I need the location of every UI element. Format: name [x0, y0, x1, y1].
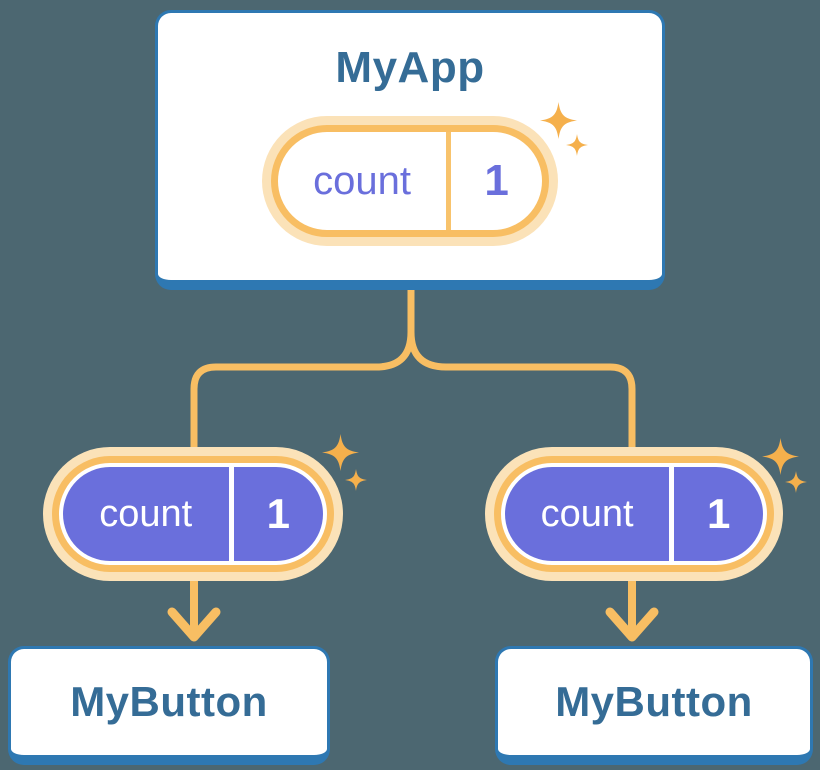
sparkle-icon — [540, 102, 577, 139]
connector-right-branch — [407, 288, 636, 457]
state-name: count — [540, 492, 634, 535]
state-value: 1 — [706, 490, 731, 537]
component-title: MyButton — [555, 678, 753, 725]
sparkle-icon — [322, 434, 359, 471]
state-value: 1 — [266, 490, 290, 537]
state-pill-right-child: count 1 — [494, 456, 774, 572]
component-card-mybutton-left: MyButton — [8, 646, 330, 765]
state-pill-row: count 1 — [278, 132, 542, 230]
state-name: count — [99, 492, 193, 535]
sparkle-icon — [566, 134, 588, 156]
sparkle-icon — [345, 469, 367, 491]
component-card-myapp: MyApp count 1 — [155, 10, 665, 290]
connector-left-branch — [190, 288, 415, 457]
sparkle-icon — [762, 438, 799, 475]
state-pill-left-child: count 1 — [52, 456, 334, 572]
pill-divider — [446, 132, 452, 230]
component-title: MyApp — [335, 43, 485, 92]
sparkle-icon — [785, 471, 807, 493]
state-value: 1 — [484, 156, 509, 205]
state-pill-row: count 1 — [505, 467, 763, 561]
pill-divider — [669, 467, 675, 561]
pill-divider — [228, 467, 234, 561]
state-pill-row: count 1 — [63, 467, 323, 561]
component-title: MyButton — [70, 678, 268, 725]
arrow-down-icon — [605, 607, 659, 642]
state-pill-root: count 1 — [271, 125, 549, 237]
state-name: count — [313, 158, 411, 203]
component-card-mybutton-right: MyButton — [495, 646, 813, 765]
arrow-down-icon — [167, 607, 221, 642]
